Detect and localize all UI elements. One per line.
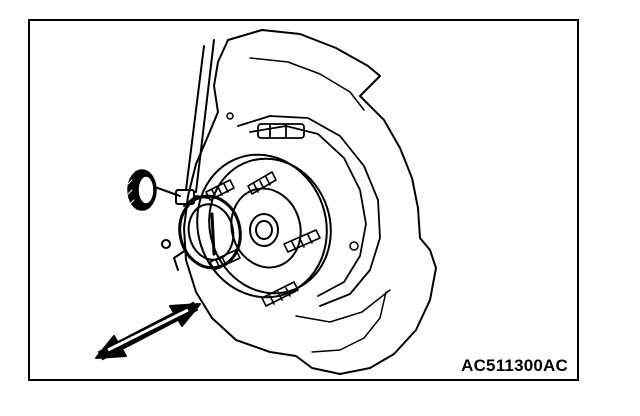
dial-gauge (151, 39, 242, 271)
wheel-stud (261, 281, 299, 307)
brake-shoe (237, 115, 381, 307)
dust-shield (183, 29, 437, 375)
wheel-studs (205, 171, 321, 307)
knurled-knob (127, 169, 157, 211)
axial-play-arrow (95, 301, 201, 361)
hub-flange (196, 153, 332, 299)
figure-code: AC511300AC (461, 356, 568, 375)
wheel-stud (247, 171, 277, 195)
wheel-stud (283, 229, 321, 253)
figure-frame (28, 19, 579, 381)
